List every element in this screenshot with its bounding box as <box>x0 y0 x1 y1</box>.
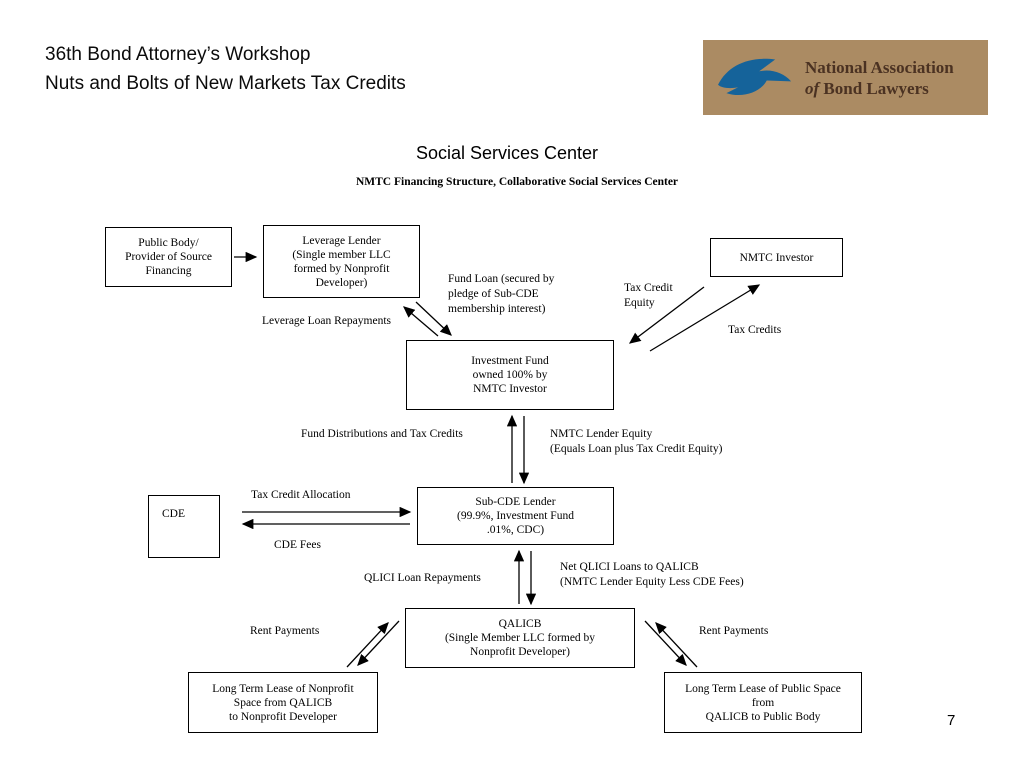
arrow-rent-left-to-qalicb <box>346 622 389 668</box>
header-line-2: Nuts and Bolts of New Markets Tax Credit… <box>45 73 406 94</box>
diagram-title: NMTC Financing Structure, Collaborative … <box>355 176 679 188</box>
logo-text: National Association of Bond Lawyers <box>805 57 954 99</box>
label-leverage-loan-repayments: Leverage Loan Repayments <box>262 315 391 327</box>
label-nmtc-lender-equity: NMTC Lender Equity (Equals Loan plus Tax… <box>550 428 723 455</box>
label-fund-distributions: Fund Distributions and Tax Credits <box>301 428 463 440</box>
node-leverage-lender: Leverage Lender (Single member LLC forme… <box>263 225 420 298</box>
node-sub-cde-lender: Sub-CDE Lender (99.9%, Investment Fund .… <box>417 487 614 545</box>
node-public-body: Public Body/ Provider of Source Financin… <box>105 227 232 287</box>
arrow-rent-right-to-qalicb <box>655 622 698 668</box>
nabl-logo: National Association of Bond Lawyers <box>703 40 988 115</box>
logo-of-italic: of <box>805 78 820 98</box>
node-lease-nonprofit: Long Term Lease of Nonprofit Space from … <box>188 672 378 733</box>
label-net-qlici-loans: Net QLICI Loans to QALICB (NMTC Lender E… <box>560 561 744 588</box>
label-tax-credit-equity: Tax Credit Equity <box>624 282 673 309</box>
slide-header: 36th Bond Attorney’s Workshop Nuts and B… <box>45 40 406 98</box>
page-number: 7 <box>947 712 956 729</box>
node-investment-fund: Investment Fund owned 100% by NMTC Inves… <box>406 340 614 410</box>
node-nmtc-investor: NMTC Investor <box>710 238 843 277</box>
label-cde-fees: CDE Fees <box>274 539 321 551</box>
label-rent-payments-left: Rent Payments <box>250 625 320 637</box>
arrow-fund-loan <box>415 301 452 336</box>
logo-text-line-1: National Association <box>805 57 954 77</box>
arrow-leverage-loan-repayments <box>403 306 439 337</box>
label-rent-payments-right: Rent Payments <box>699 625 769 637</box>
node-lease-public: Long Term Lease of Public Space from QAL… <box>664 672 862 733</box>
label-fund-loan: Fund Loan (secured by pledge of Sub-CDE … <box>448 273 555 315</box>
logo-text-line-2: of Bond Lawyers <box>805 78 954 99</box>
eagle-icon <box>718 58 792 95</box>
arrow-rent-left-to-lease <box>357 620 400 666</box>
node-qalicb: QALICB (Single Member LLC formed by Nonp… <box>405 608 635 668</box>
page-title: Social Services Center <box>415 143 599 163</box>
label-tax-credits: Tax Credits <box>728 324 782 336</box>
label-qlici-loan-repayments: QLICI Loan Repayments <box>364 572 481 584</box>
label-tax-credit-allocation: Tax Credit Allocation <box>251 489 351 501</box>
logo-bond-lawyers: Bond Lawyers <box>823 78 929 98</box>
arrow-rent-right-to-lease <box>644 620 687 666</box>
header-line-1: 36th Bond Attorney’s Workshop <box>45 44 311 65</box>
node-cde: CDE <box>148 495 220 558</box>
